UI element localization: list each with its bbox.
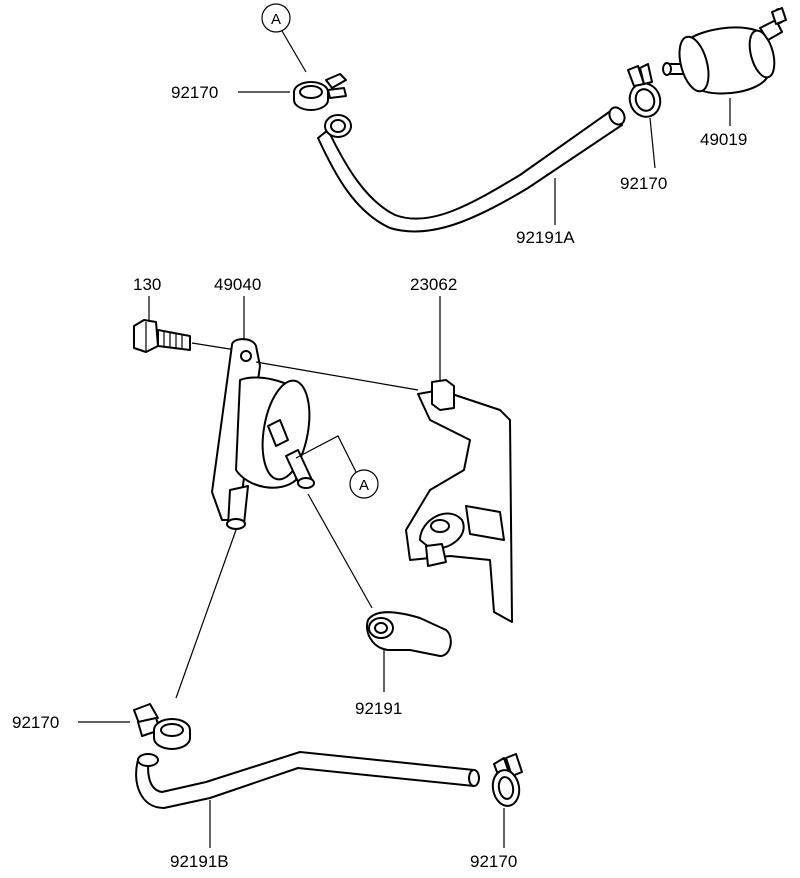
callout-a-top-letter: A [271, 11, 281, 28]
hose-92191a [317, 106, 626, 233]
hose-clamp-bottom-right [491, 753, 523, 848]
fuel-filter [662, 7, 787, 126]
label-clamp-bottom-right: 92170 [470, 852, 517, 871]
callout-a-pump: A [295, 435, 379, 499]
callout-a-top: A [261, 3, 307, 73]
label-clamp-top-right: 92170 [620, 174, 667, 193]
label-bracket: 23062 [410, 275, 457, 294]
pump-to-bracket-line [255, 361, 419, 391]
callout-a-pump-letter: A [359, 477, 369, 494]
label-fuel-filter: 49019 [700, 130, 747, 149]
label-hose-92191b: 92191B [170, 852, 229, 871]
hose-92191b [135, 751, 480, 848]
bolt [133, 296, 237, 353]
pump-to-clamp-line [175, 529, 237, 699]
hose-clamp-top-left [238, 73, 347, 111]
hose-clamp-top-right [627, 63, 662, 169]
fuel-pump [211, 296, 315, 530]
label-bolt: 130 [133, 275, 161, 294]
mounting-bracket [405, 296, 513, 623]
label-short-hose: 92191 [355, 699, 402, 718]
hose-clamp-bottom-left [78, 703, 191, 750]
label-clamp-bottom-left: 92170 [12, 713, 59, 732]
label-clamp-top-left: 92170 [171, 83, 218, 102]
short-hose-92191 [307, 493, 452, 692]
label-hose-92191a: 92191A [516, 228, 575, 247]
label-fuel-pump: 49040 [214, 275, 261, 294]
